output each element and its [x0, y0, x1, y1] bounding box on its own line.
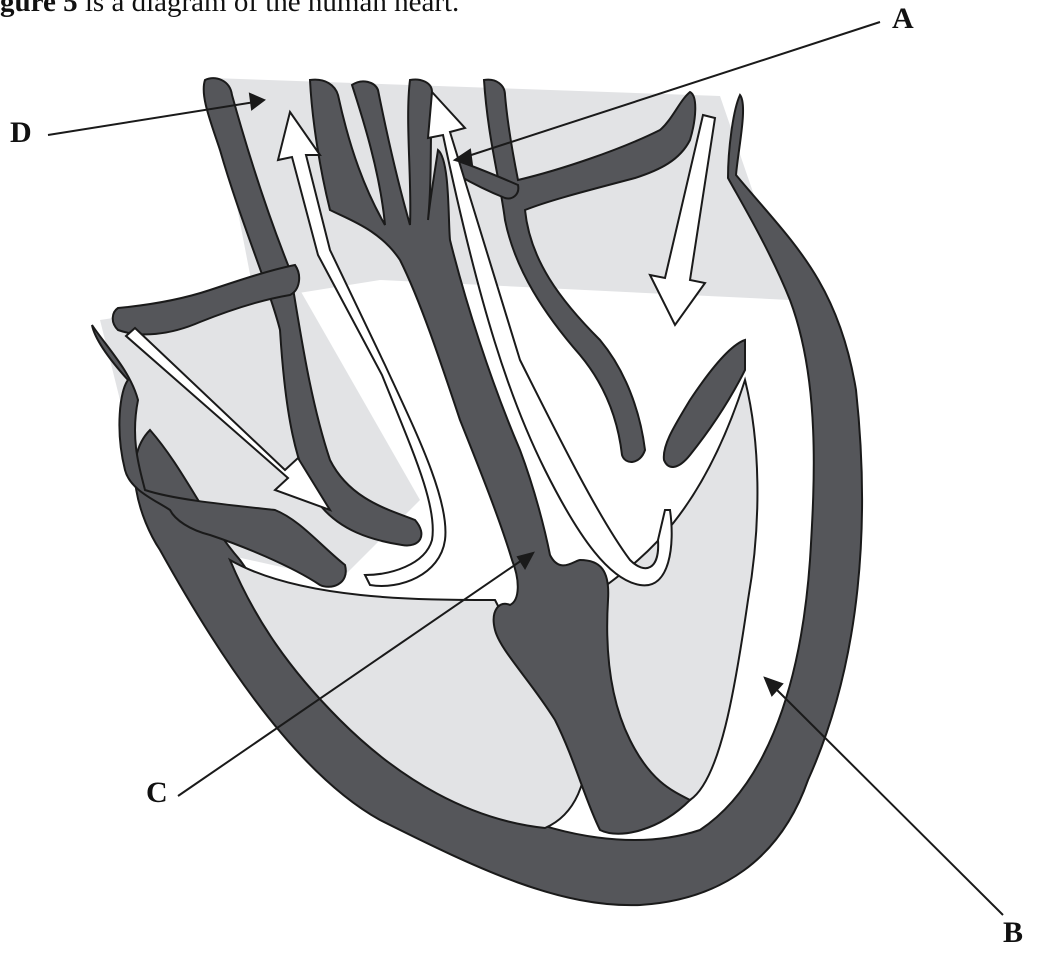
- label-a: A: [892, 2, 914, 36]
- label-b: B: [1003, 916, 1023, 950]
- pointer-line-b: [772, 685, 1003, 915]
- label-d: D: [10, 116, 32, 150]
- label-c: C: [146, 776, 168, 810]
